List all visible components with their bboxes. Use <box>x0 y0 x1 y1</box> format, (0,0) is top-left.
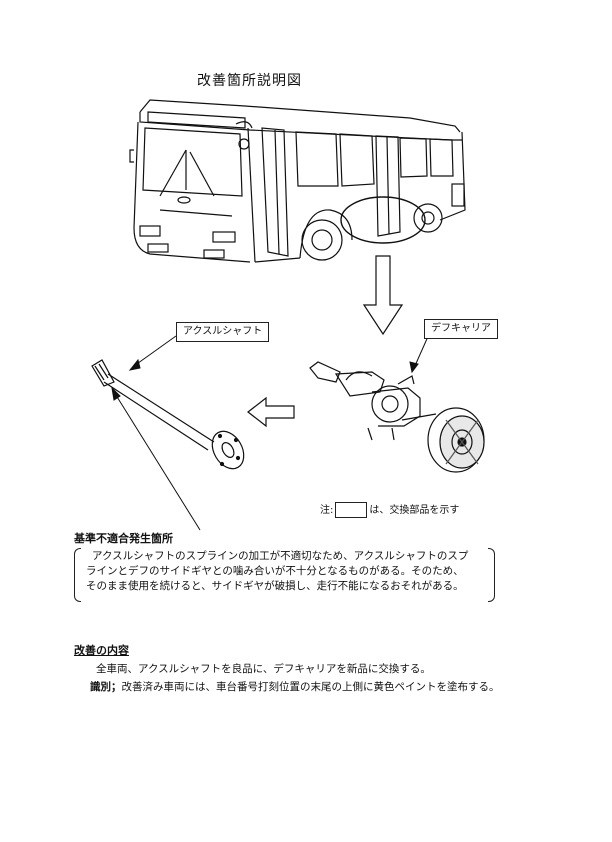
identification-text: 改善済み車両には、車台番号打刻位置の末尾の上側に黄色ペイントを塗布する。 <box>121 681 500 693</box>
diff-carrier-label: デフキャリア <box>424 319 498 339</box>
down-arrow-icon <box>362 255 404 336</box>
defect-line-1: アクスルシャフトのスプラインの加工が不適切なため、アクスルシャフトのスプ <box>92 550 469 562</box>
diff-carrier-illustration <box>309 361 485 473</box>
replacement-part-box-icon <box>335 502 368 518</box>
replacement-note: 注: は、交換部品を示す <box>320 501 459 518</box>
page-title: 改善箇所説明図 <box>197 73 302 89</box>
defect-line-3: そのまま使用を続けると、サイドギヤが破損し、走行不能になるおそれがある。 <box>86 580 464 592</box>
note-prefix: 注: <box>320 505 334 516</box>
axle-shaft-label: アクスルシャフト <box>176 322 270 342</box>
leader-arrowhead-icon <box>128 358 141 371</box>
defect-heading: 基準不適合発生箇所 <box>74 532 173 545</box>
left-bracket <box>74 548 81 602</box>
improvement-heading: 改善の内容 <box>74 644 129 657</box>
left-arrow-icon <box>247 396 295 428</box>
improvement-line: 全車両、アクスルシャフトを良品に、デフキャリアを新品に交換する。 <box>96 663 431 675</box>
identification-label: 識別； <box>90 681 122 693</box>
defect-description: アクスルシャフトのスプラインの加工が不適切なため、アクスルシャフトのスプ ライン… <box>86 549 468 594</box>
axle-shaft-illustration <box>91 359 245 470</box>
note-suffix: は、交換部品を示す <box>369 505 460 516</box>
bus-illustration <box>129 99 466 263</box>
right-bracket <box>488 548 495 602</box>
identification-line: 識別；改善済み車両には、車台番号打刻位置の末尾の上側に黄色ペイントを塗布する。 <box>90 680 500 695</box>
defect-line-2: ラインとデフのサイドギヤとの噛み合いが不十分となるものがある。そのため、 <box>86 565 464 577</box>
